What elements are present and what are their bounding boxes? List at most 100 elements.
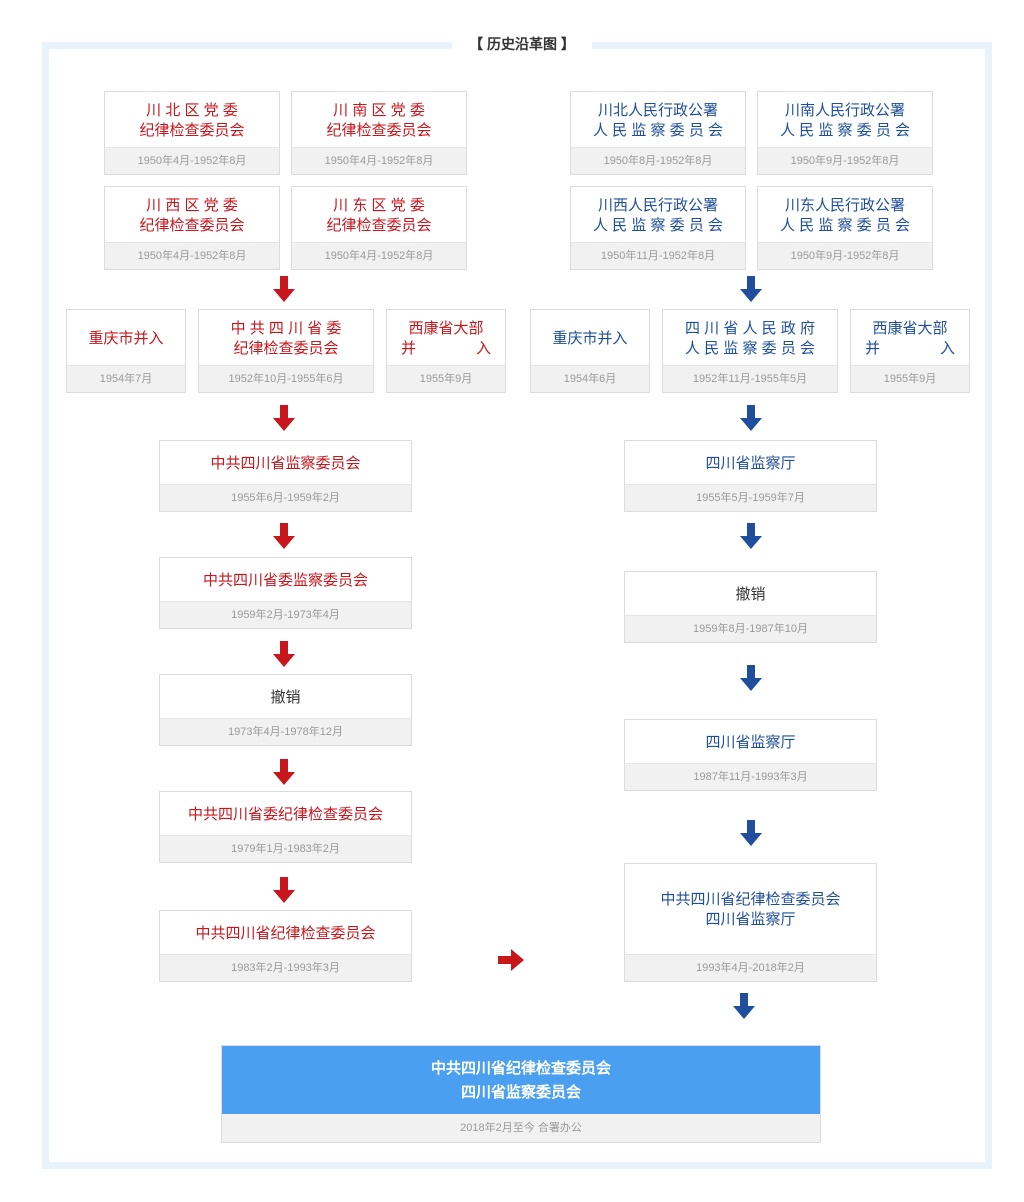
box-line1: 川东人民行政公署: [784, 196, 905, 214]
arrow-right-icon: [498, 949, 524, 971]
arrow-down-icon: [733, 993, 755, 1019]
left-top-box-chuannan: 川 南 区 党 委 纪律检查委员会 1950年4月-1952年8月: [291, 91, 467, 175]
final-merged-box: 中共四川省纪律检查委员会 四川省监察委员会 2018年2月至今 合署办公: [221, 1045, 821, 1143]
arrow-down-icon: [273, 641, 295, 667]
left-top-box-chuanbei: 川 北 区 党 委 纪律检查委员会 1950年4月-1952年8月: [104, 91, 280, 175]
box-line1: 西康省大部: [408, 319, 484, 337]
box-date: 1952年10月-1955年6月: [199, 365, 373, 392]
box-name: 中共四川省委监察委员会: [202, 571, 368, 589]
arrow-down-icon: [740, 820, 762, 846]
right-merge-provincial-government: 四 川 省 人 民 政 府 人 民 监 察 委 员 会 1952年11月-195…: [662, 309, 838, 393]
box-date: 1950年4月-1952年8月: [292, 242, 466, 269]
arrow-down-icon: [740, 523, 762, 549]
arrow-down-icon: [740, 665, 762, 691]
left-chain-box-2: 中共四川省委监察委员会 1959年2月-1973年4月: [159, 557, 412, 629]
box-line1: 重庆市并入: [552, 329, 628, 347]
box-line2: 人 民 监 察 委 员 会: [684, 339, 815, 357]
box-date: 1954年6月: [531, 365, 649, 392]
box-date: 1950年4月-1952年8月: [105, 147, 279, 174]
arrow-down-icon: [273, 877, 295, 903]
left-top-box-chuanxi: 川 西 区 党 委 纪律检查委员会 1950年4月-1952年8月: [104, 186, 280, 270]
box-date: 1950年9月-1952年8月: [758, 147, 932, 174]
left-merge-chongqing: 重庆市并入 1954年7月: [66, 309, 186, 393]
box-line2: 人 民 监 察 委 员 会: [592, 216, 723, 234]
box-line1: 川西人民行政公署: [597, 196, 718, 214]
box-line1: 川北人民行政公署: [597, 101, 718, 119]
box-line1: 四 川 省 人 民 政 府: [684, 319, 815, 337]
arrow-down-icon: [273, 523, 295, 549]
right-chain-box-3: 四川省监察厅 1987年11月-1993年3月: [624, 719, 877, 791]
box-line2: 纪律检查委员会: [326, 216, 432, 234]
box-line2: 纪律检查委员会: [139, 121, 245, 139]
box-date: 1950年9月-1952年8月: [758, 242, 932, 269]
left-chain-box-1: 中共四川省监察委员会 1955年6月-1959年2月: [159, 440, 412, 512]
right-top-box-chuannan: 川南人民行政公署 人 民 监 察 委 员 会 1950年9月-1952年8月: [757, 91, 933, 175]
box-name: 中共四川省监察委员会: [210, 454, 361, 472]
left-chain-box-4: 中共四川省委纪律检查委员会 1979年1月-1983年2月: [159, 791, 412, 863]
box-date: 1955年9月: [387, 365, 505, 392]
right-top-box-chuandong: 川东人民行政公署 人 民 监 察 委 员 会 1950年9月-1952年8月: [757, 186, 933, 270]
box-line1: 川 南 区 党 委: [333, 101, 425, 119]
arrow-down-icon: [740, 276, 762, 302]
box-name: 撤销: [735, 585, 766, 603]
arrow-down-icon: [273, 405, 295, 431]
box-line1: 重庆市并入: [88, 329, 164, 347]
box-date: 1950年8月-1952年8月: [571, 147, 745, 174]
right-merge-chongqing: 重庆市并入 1954年6月: [530, 309, 650, 393]
box-name: 中共四川省纪律检查委员会: [195, 924, 376, 942]
right-chain-box-1: 四川省监察厅 1955年5月-1959年7月: [624, 440, 877, 512]
left-chain-box-3: 撤销 1973年4月-1978年12月: [159, 674, 412, 746]
box-date: 1952年11月-1955年5月: [663, 365, 837, 392]
box-name: 四川省监察厅: [705, 733, 796, 751]
box-line2: 纪律检查委员会: [233, 339, 339, 357]
box-date: 1973年4月-1978年12月: [160, 718, 411, 745]
box-line2: 四川省监察厅: [705, 911, 796, 928]
final-line1: 中共四川省纪律检查委员会: [430, 1060, 611, 1077]
box-line1: 川 北 区 党 委: [146, 101, 238, 119]
box-line1: 中 共 四 川 省 委: [230, 319, 342, 337]
left-chain-box-5: 中共四川省纪律检查委员会 1983年2月-1993年3月: [159, 910, 412, 982]
box-date: 1950年11月-1952年8月: [571, 242, 745, 269]
box-name: 中共四川省委纪律检查委员会: [187, 805, 383, 823]
box-date: 1983年2月-1993年3月: [160, 954, 411, 981]
box-line1: 川 东 区 党 委: [333, 196, 425, 214]
box-date: 1955年6月-1959年2月: [160, 484, 411, 511]
left-top-box-chuandong: 川 东 区 党 委 纪律检查委员会 1950年4月-1952年8月: [291, 186, 467, 270]
box-line1: 中共四川省纪律检查委员会: [660, 891, 841, 908]
final-date: 2018年2月至今 合署办公: [222, 1114, 820, 1142]
box-date: 1955年9月: [851, 365, 969, 392]
box-date: 1993年4月-2018年2月: [625, 954, 876, 981]
box-line2: 人 民 监 察 委 员 会: [592, 121, 723, 139]
right-top-box-chuanbei: 川北人民行政公署 人 民 监 察 委 员 会 1950年8月-1952年8月: [570, 91, 746, 175]
box-date: 1950年4月-1952年8月: [292, 147, 466, 174]
right-chain-box-2: 撤销 1959年8月-1987年10月: [624, 571, 877, 643]
box-line2: 纪律检查委员会: [139, 216, 245, 234]
diagram-title: 【 历史沿革图 】: [452, 33, 592, 55]
box-date: 1987年11月-1993年3月: [625, 763, 876, 790]
final-line2: 四川省监察委员会: [460, 1084, 581, 1101]
box-line1: 川南人民行政公署: [784, 101, 905, 119]
left-merge-provincial-committee: 中 共 四 川 省 委 纪律检查委员会 1952年10月-1955年6月: [198, 309, 374, 393]
box-date: 1955年5月-1959年7月: [625, 484, 876, 511]
box-line1: 西康省大部: [872, 319, 948, 337]
right-merge-xikang: 西康省大部 并 入 1955年9月: [850, 309, 970, 393]
box-date: 1979年1月-1983年2月: [160, 835, 411, 862]
box-line2: 人 民 监 察 委 员 会: [779, 121, 910, 139]
right-chain-box-4: 中共四川省纪律检查委员会 四川省监察厅 1993年4月-2018年2月: [624, 863, 877, 982]
box-line1: 川 西 区 党 委: [146, 196, 238, 214]
left-merge-xikang: 西康省大部 并 入 1955年9月: [386, 309, 506, 393]
box-name: 撤销: [270, 688, 301, 706]
box-line2: 纪律检查委员会: [326, 121, 432, 139]
box-line2: 并 入: [400, 339, 491, 357]
arrow-down-icon: [740, 405, 762, 431]
box-date: 1950年4月-1952年8月: [105, 242, 279, 269]
box-line2: 并 入: [864, 339, 955, 357]
box-name: 四川省监察厅: [705, 454, 796, 472]
arrow-down-icon: [273, 276, 295, 302]
box-date: 1954年7月: [67, 365, 185, 392]
right-top-box-chuanxi: 川西人民行政公署 人 民 监 察 委 员 会 1950年11月-1952年8月: [570, 186, 746, 270]
box-date: 1959年8月-1987年10月: [625, 615, 876, 642]
box-line2: 人 民 监 察 委 员 会: [779, 216, 910, 234]
box-date: 1959年2月-1973年4月: [160, 601, 411, 628]
arrow-down-icon: [273, 759, 295, 785]
